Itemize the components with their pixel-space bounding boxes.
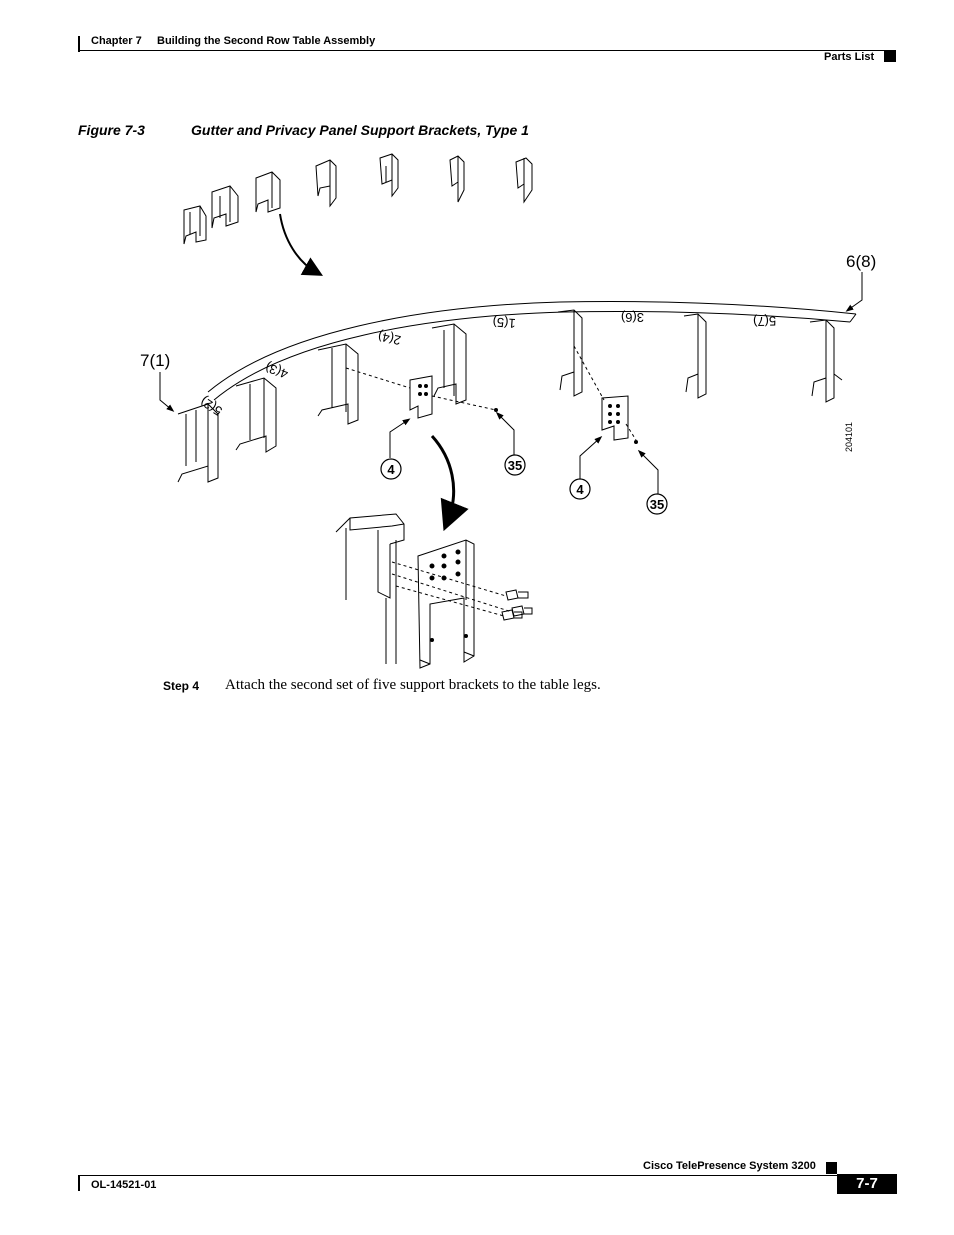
callout-circle-4-b: 4: [569, 478, 591, 500]
figure-title: Gutter and Privacy Panel Support Bracket…: [191, 122, 529, 138]
flow-arrow-top: [279, 213, 323, 276]
callout-circle-35-a: 35: [504, 454, 526, 476]
leader-lines: [159, 272, 863, 494]
bracket-sketch-3: [255, 171, 281, 213]
step-label: Step 4: [163, 679, 200, 693]
header-section-block: [884, 51, 896, 62]
svg-text:4(3): 4(3): [263, 360, 290, 382]
screw-1: [494, 408, 498, 412]
bracket-sketch-4: [315, 159, 337, 208]
svg-text:3(6): 3(6): [621, 310, 644, 325]
mounted-bracket-5: [557, 309, 583, 397]
mounted-bracket-4: [431, 323, 467, 405]
bracket-sketch-2: [211, 185, 239, 229]
flow-arrow-down: [430, 434, 469, 532]
svg-text:4: 4: [387, 462, 395, 477]
mounted-bracket-2: [235, 377, 277, 453]
callout-circle-4-a: 4: [380, 458, 402, 480]
table-top: [207, 301, 857, 401]
top-bracket-row: [183, 153, 533, 245]
footer-left-tick: [78, 1175, 80, 1191]
header-chapter-title: Building the Second Row Table Assembly: [157, 35, 376, 47]
svg-text:4: 4: [576, 482, 584, 497]
detail-screws: [501, 589, 533, 621]
footer-rule: [78, 1175, 896, 1176]
page-number: 7-7: [837, 1174, 897, 1194]
assembly-dashes: [345, 345, 637, 441]
header-left-tick: [78, 36, 80, 52]
footer-product: Cisco TelePresence System 3200: [643, 1160, 816, 1172]
bracket-sketch-1: [183, 205, 207, 245]
header-rule: [78, 50, 896, 51]
step-text: Attach the second set of five support br…: [225, 677, 601, 693]
detail-view: [335, 513, 533, 669]
bracket-sketch-7: [515, 157, 533, 204]
header-chapter: Chapter 7: [91, 35, 142, 47]
figure-number: Figure 7-3: [78, 122, 145, 138]
svg-text:35: 35: [650, 497, 664, 512]
mounted-bracket-6: [683, 313, 707, 399]
table-top-labels: 2(4) 1(5) 3(6) 5(7) 4(3) 5(2): [197, 310, 776, 419]
art-id: 204101: [844, 422, 854, 452]
plate-part-1: [409, 375, 433, 419]
svg-text:1(5): 1(5): [492, 315, 516, 332]
svg-text:2(4): 2(4): [377, 329, 403, 348]
bracket-sketch-6: [449, 155, 465, 203]
footer-product-block: [826, 1162, 837, 1174]
bracket-sketch-5: [379, 153, 399, 198]
footer-doc-id: OL-14521-01: [91, 1179, 157, 1191]
mounted-bracket-7: [809, 319, 843, 403]
screw-2: [634, 440, 638, 444]
callout-7-1: 7(1): [140, 351, 170, 370]
svg-text:35: 35: [508, 458, 522, 473]
mounted-bracket-1: [177, 403, 219, 483]
figure-illustration: 2(4) 1(5) 3(6) 5(7) 4(3) 5(2): [140, 153, 876, 669]
mounted-bracket-3: [317, 343, 359, 425]
mounted-brackets: [177, 309, 843, 483]
plate-part-2: [601, 395, 629, 441]
svg-text:5(7): 5(7): [753, 313, 777, 329]
header-section: Parts List: [824, 51, 875, 63]
callout-6-8: 6(8): [846, 252, 876, 271]
callout-circle-35-b: 35: [646, 493, 668, 515]
